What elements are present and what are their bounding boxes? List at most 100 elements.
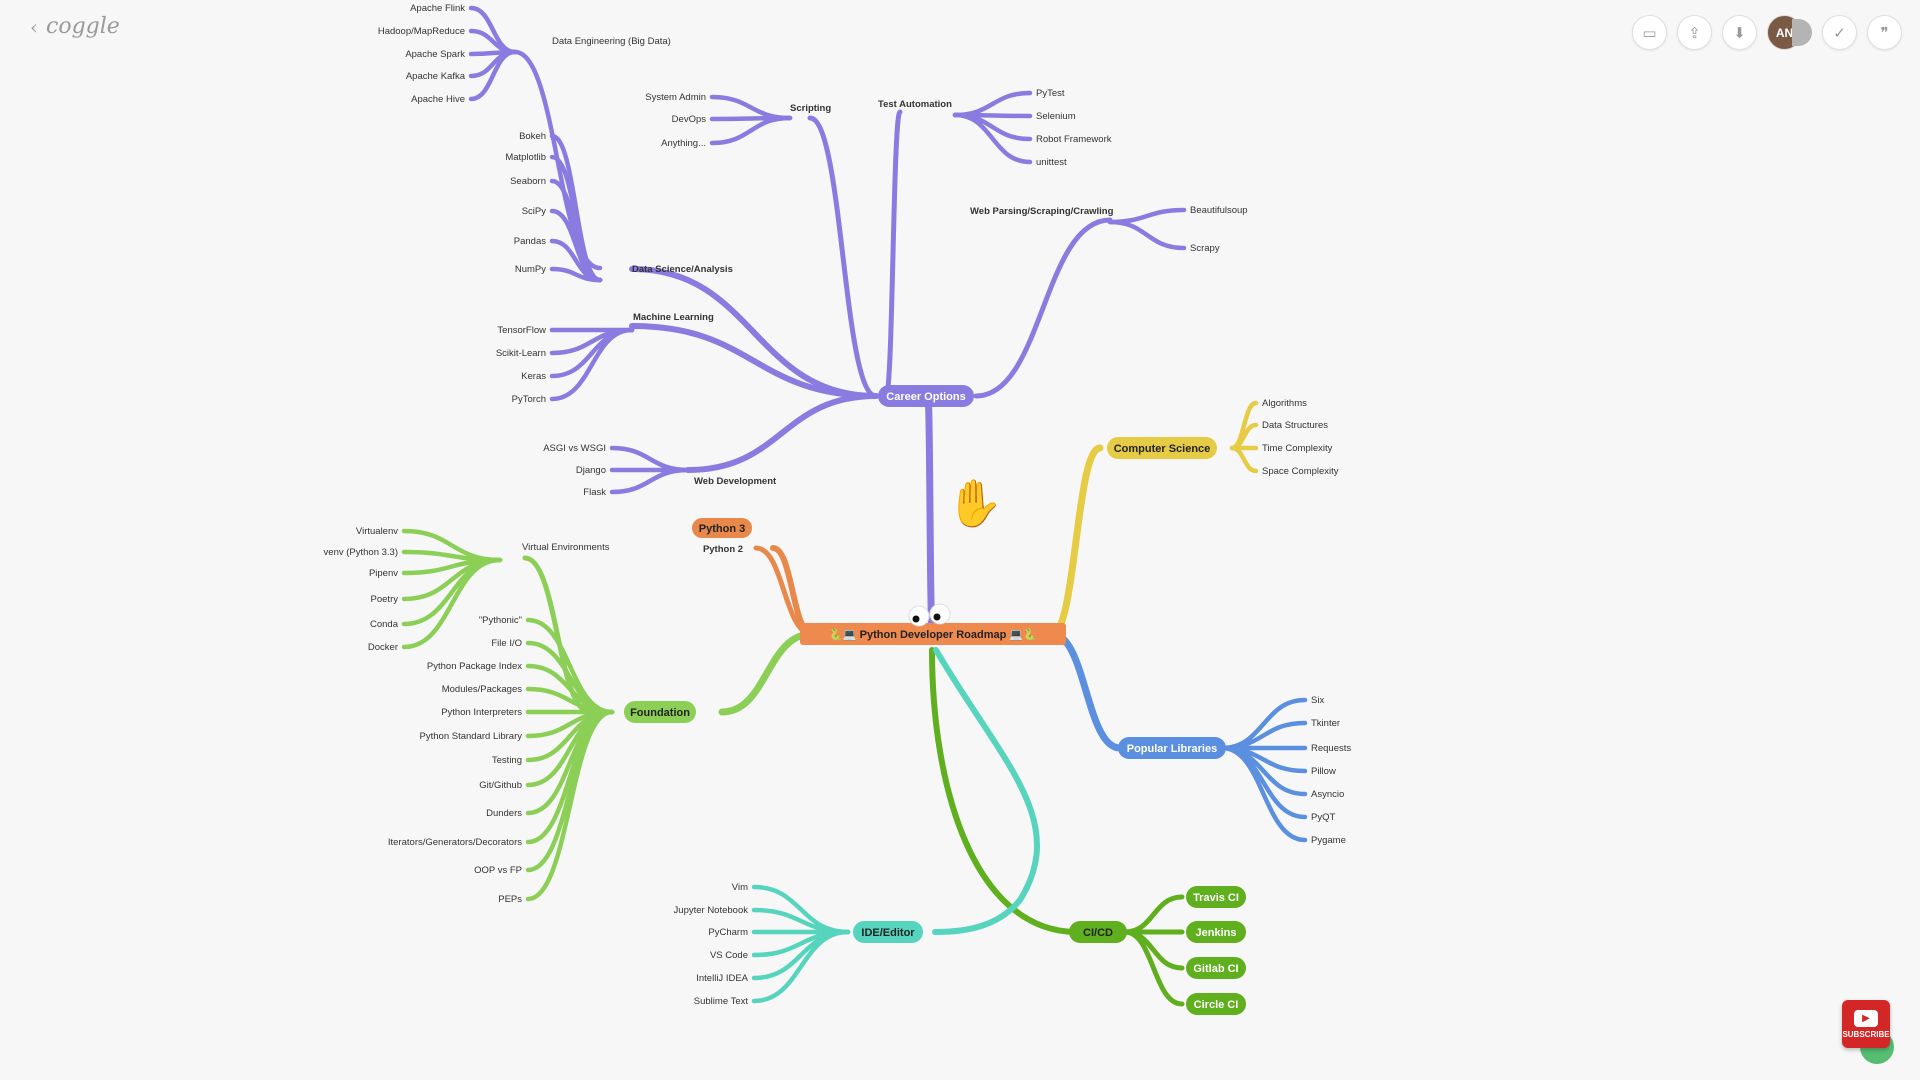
cicd-item[interactable]: Gitlab CI	[1193, 963, 1238, 975]
foundation-leaf[interactable]: PEPs	[498, 894, 522, 905]
cicd-item[interactable]: Circle CI	[1194, 999, 1239, 1011]
computer-science-leaf[interactable]: Space Complexity	[1262, 466, 1339, 477]
web-development-leaf[interactable]: Django	[576, 465, 606, 476]
ide-editor-leaf[interactable]: Vim	[732, 882, 748, 893]
history-icon[interactable]: ✓	[1822, 15, 1857, 50]
virtual-env-leaf[interactable]: Conda	[370, 619, 399, 630]
computer-science-leaf[interactable]: Data Structures	[1262, 420, 1328, 431]
computer-science-leaf[interactable]: Algorithms	[1262, 398, 1307, 409]
cicd-item-pill[interactable]	[1186, 957, 1246, 979]
cicd-node[interactable]: CI/CD	[1083, 927, 1113, 939]
popular-libraries-node[interactable]: Popular Libraries	[1127, 743, 1217, 755]
foundation-leaf[interactable]: Iterators/Generators/Decorators	[388, 837, 522, 848]
data-science-label[interactable]: Data Science/Analysis	[632, 264, 733, 275]
data-science-leaf[interactable]: Matplotlib	[505, 152, 546, 163]
ide-editor-node[interactable]: IDE/Editor	[861, 927, 915, 939]
quote-icon[interactable]: ❞	[1867, 15, 1902, 50]
popular-libraries-leaf[interactable]: Asyncio	[1311, 789, 1344, 800]
data-engineering-leaf[interactable]: Hadoop/MapReduce	[378, 26, 465, 37]
test-automation-leaf[interactable]: PyTest	[1036, 88, 1065, 99]
machine-learning-label[interactable]: Machine Learning	[633, 312, 714, 323]
cicd-item-pill[interactable]	[1186, 921, 1246, 943]
foundation-leaf[interactable]: Python Standard Library	[420, 731, 523, 742]
foundation-leaf[interactable]: OOP vs FP	[474, 865, 522, 876]
user-avatar-group[interactable]: AN	[1767, 15, 1812, 50]
web-parsing-leaf[interactable]: Beautifulsoup	[1190, 205, 1248, 216]
scripting-leaf[interactable]: System Admin	[645, 92, 706, 103]
ide-editor-node-pill[interactable]	[853, 921, 923, 943]
ide-editor-leaf[interactable]: Sublime Text	[694, 996, 749, 1007]
web-development-leaf[interactable]: Flask	[583, 487, 606, 498]
ide-editor-leaf[interactable]: PyCharm	[708, 927, 748, 938]
test-automation-leaf[interactable]: Robot Framework	[1036, 134, 1112, 145]
data-science-leaf[interactable]: Seaborn	[510, 176, 546, 187]
popular-libraries-node-pill[interactable]	[1118, 737, 1226, 759]
test-automation-label[interactable]: Test Automation	[878, 99, 952, 110]
python3-node-pill[interactable]	[692, 518, 752, 538]
web-development-label[interactable]: Web Development	[694, 476, 777, 487]
virtual-env-leaf[interactable]: Docker	[368, 642, 398, 653]
python3-node[interactable]: Python 3	[699, 523, 745, 535]
web-parsing-leaf[interactable]: Scrapy	[1190, 243, 1220, 254]
machine-learning-leaf[interactable]: PyTorch	[512, 394, 546, 405]
subscribe-button[interactable]: ▶ SUBSCRIBE	[1842, 1000, 1890, 1048]
chevron-left-icon[interactable]: ‹	[30, 14, 38, 39]
web-parsing-label[interactable]: Web Parsing/Scraping/Crawling	[970, 206, 1114, 217]
cicd-item[interactable]: Jenkins	[1196, 927, 1237, 939]
test-automation-leaf[interactable]: Selenium	[1036, 111, 1076, 122]
foundation-node-pill[interactable]	[624, 701, 696, 723]
python2-node[interactable]: Python 2	[703, 544, 743, 555]
scripting-leaf[interactable]: Anything...	[661, 138, 706, 149]
ide-editor-leaf[interactable]: VS Code	[710, 950, 748, 961]
virtual-env-leaf[interactable]: Virtualenv	[356, 526, 398, 537]
popular-libraries-leaf[interactable]: Requests	[1311, 743, 1351, 754]
machine-learning-leaf[interactable]: Scikit-Learn	[496, 348, 546, 359]
virtual-env-leaf[interactable]: Poetry	[371, 594, 399, 605]
foundation-leaf[interactable]: Dunders	[486, 808, 522, 819]
computer-science-leaf[interactable]: Time Complexity	[1262, 443, 1333, 454]
computer-science-node[interactable]: Computer Science	[1114, 443, 1211, 455]
foundation-leaf[interactable]: Python Interpreters	[441, 707, 522, 718]
scripting-leaf[interactable]: DevOps	[672, 114, 707, 125]
foundation-node[interactable]: Foundation	[630, 707, 690, 719]
data-engineering-leaf[interactable]: Apache Hive	[411, 94, 465, 105]
foundation-leaf[interactable]: File I/O	[491, 638, 522, 649]
virtual-env-leaf[interactable]: venv (Python 3.3)	[324, 547, 398, 558]
app-logo[interactable]: ‹ coggle	[30, 14, 120, 39]
career-options-node[interactable]: Career Options	[886, 391, 965, 403]
scripting-label[interactable]: Scripting	[790, 103, 831, 114]
data-science-leaf[interactable]: SciPy	[522, 206, 547, 217]
foundation-leaf[interactable]: Python Package Index	[427, 661, 522, 672]
data-science-leaf[interactable]: NumPy	[515, 264, 546, 275]
data-science-leaf[interactable]: Bokeh	[519, 131, 546, 142]
popular-libraries-leaf[interactable]: PyQT	[1311, 812, 1335, 823]
cicd-item[interactable]: Travis CI	[1193, 892, 1239, 904]
popular-libraries-leaf[interactable]: Six	[1311, 695, 1324, 706]
machine-learning-leaf[interactable]: Keras	[521, 371, 546, 382]
test-automation-leaf[interactable]: unittest	[1036, 157, 1067, 168]
foundation-leaf[interactable]: "Pythonic"	[479, 615, 522, 626]
foundation-leaf[interactable]: Testing	[492, 755, 522, 766]
download-icon[interactable]: ⬇	[1722, 15, 1757, 50]
computer-science-node-pill[interactable]	[1107, 437, 1217, 459]
career-options-node-pill[interactable]	[878, 385, 974, 407]
cicd-item-pill[interactable]	[1186, 993, 1246, 1015]
share-icon[interactable]: ⇪	[1677, 15, 1712, 50]
popular-libraries-leaf[interactable]: Tkinter	[1311, 718, 1340, 729]
data-engineering-label[interactable]: Data Engineering (Big Data)	[552, 36, 671, 47]
ide-editor-leaf[interactable]: IntelliJ IDEA	[696, 973, 748, 984]
machine-learning-leaf[interactable]: TensorFlow	[497, 325, 546, 336]
popular-libraries-leaf[interactable]: Pygame	[1311, 835, 1346, 846]
data-science-leaf[interactable]: Pandas	[514, 236, 546, 247]
cicd-node-pill[interactable]	[1069, 921, 1127, 943]
cicd-item-pill[interactable]	[1186, 886, 1246, 908]
foundation-leaf[interactable]: Modules/Packages	[442, 684, 523, 695]
data-engineering-leaf[interactable]: Apache Flink	[410, 3, 465, 14]
virtual-env-label[interactable]: Virtual Environments	[522, 542, 610, 553]
foundation-leaf[interactable]: Git/Github	[479, 780, 522, 791]
web-development-leaf[interactable]: ASGI vs WSGI	[543, 443, 606, 454]
popular-libraries-leaf[interactable]: Pillow	[1311, 766, 1336, 777]
virtual-env-leaf[interactable]: Pipenv	[369, 568, 398, 579]
present-icon[interactable]: ▭	[1632, 15, 1667, 50]
